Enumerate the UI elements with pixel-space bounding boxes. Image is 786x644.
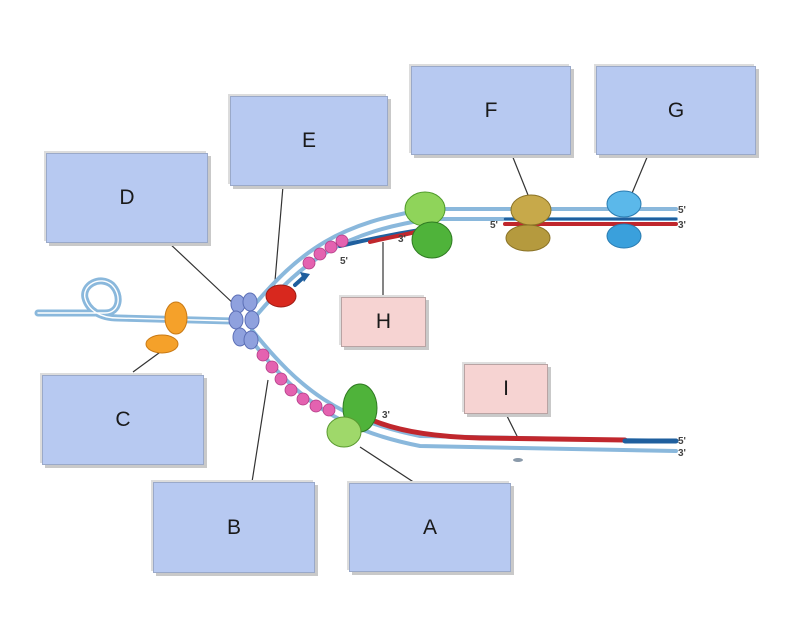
label-box-g[interactable]: G xyxy=(596,66,756,155)
leader-line-g xyxy=(629,154,649,199)
speck xyxy=(513,458,523,462)
label-b-text: B xyxy=(226,515,241,539)
end-label-leading-3: 3' xyxy=(398,234,406,245)
end-label-bottom-3: 3' xyxy=(382,410,390,421)
end-label-bottom-5: 5' xyxy=(678,436,686,447)
label-box-b[interactable]: B xyxy=(153,482,315,573)
label-c-text: C xyxy=(115,408,131,431)
label-box-a[interactable]: A xyxy=(349,483,511,572)
end-label-primer-5: 5' xyxy=(340,256,348,267)
leader-line-f xyxy=(511,154,529,196)
label-f-text: F xyxy=(484,98,498,122)
ligase-protein xyxy=(505,194,552,252)
label-i-text: I xyxy=(503,377,509,400)
lagging-arm xyxy=(246,328,679,453)
leader-line-c xyxy=(132,349,164,373)
leader-line-i xyxy=(504,411,520,441)
label-d-text: D xyxy=(119,186,135,209)
label-box-i[interactable]: I xyxy=(464,364,548,414)
leader-lines xyxy=(132,154,649,484)
label-a-text: A xyxy=(422,515,437,539)
leader-line-a xyxy=(359,446,416,484)
end-label-top-3: 3' xyxy=(678,220,686,231)
end-label-top-5: 5' xyxy=(678,205,686,216)
primase-protein xyxy=(265,284,297,308)
label-box-h[interactable]: H xyxy=(341,297,426,347)
topoisomerase-protein xyxy=(145,301,188,354)
end-label-bottom-3b: 3' xyxy=(678,448,686,459)
parental-dna xyxy=(34,277,236,325)
leader-line-e xyxy=(273,185,284,294)
dna-polymerase-top xyxy=(404,191,453,259)
ssb-proteins-bottom xyxy=(256,348,336,417)
ssb-proteins-top xyxy=(302,234,349,270)
leader-line-d xyxy=(167,241,237,307)
label-box-e[interactable]: E xyxy=(230,96,388,186)
dna-polymerase-bottom xyxy=(326,383,378,448)
helicase-protein xyxy=(228,292,260,350)
label-box-c[interactable]: C xyxy=(42,375,204,465)
label-h-text: H xyxy=(375,310,392,333)
sliding-clamp-protein xyxy=(606,190,642,249)
label-g-text: G xyxy=(667,98,685,122)
label-e-text: E xyxy=(301,129,316,152)
label-box-d[interactable]: D xyxy=(46,153,208,243)
end-label-inner-5: 5' xyxy=(490,220,498,231)
leader-line-b xyxy=(251,379,269,483)
label-box-f[interactable]: F xyxy=(411,66,571,155)
